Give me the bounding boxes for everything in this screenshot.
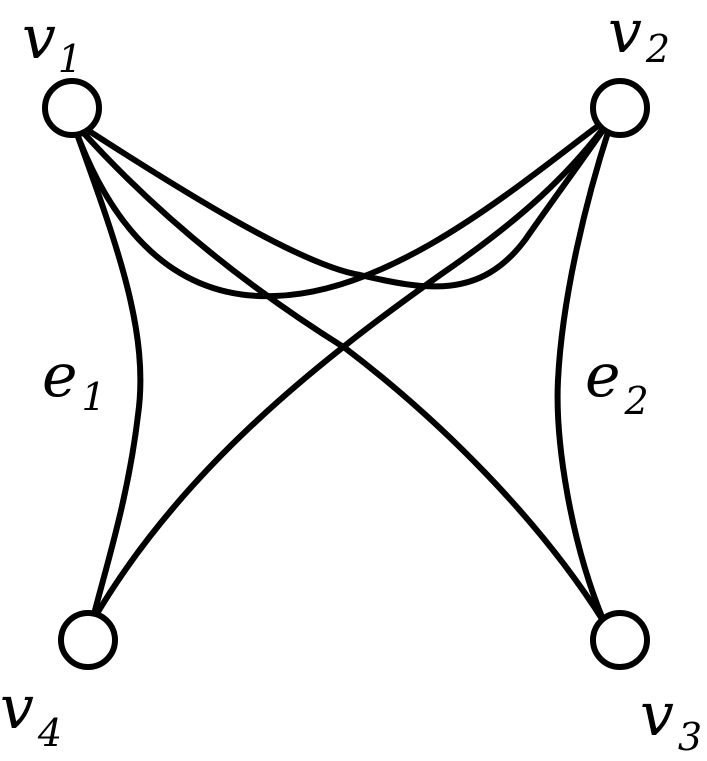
vertex-label-v1: v1 <box>22 3 82 81</box>
vertex-v1 <box>42 78 102 138</box>
vertex-v4 <box>58 610 118 670</box>
edge-v1-v2-lower-curve <box>69 111 617 300</box>
edge-v4-v2-curve <box>89 111 617 625</box>
edge-v3-v2-curve <box>554 111 617 625</box>
edge-v1-v2-upper-curve <box>69 111 617 290</box>
edge-v1-v4-curve <box>69 117 144 625</box>
vertex-v3 <box>590 610 650 670</box>
hyperedge-e1 <box>69 111 617 625</box>
vertex-v2 <box>590 78 650 138</box>
edge-v1-v3-curve <box>69 117 607 625</box>
hyperedge-e2 <box>69 111 617 625</box>
